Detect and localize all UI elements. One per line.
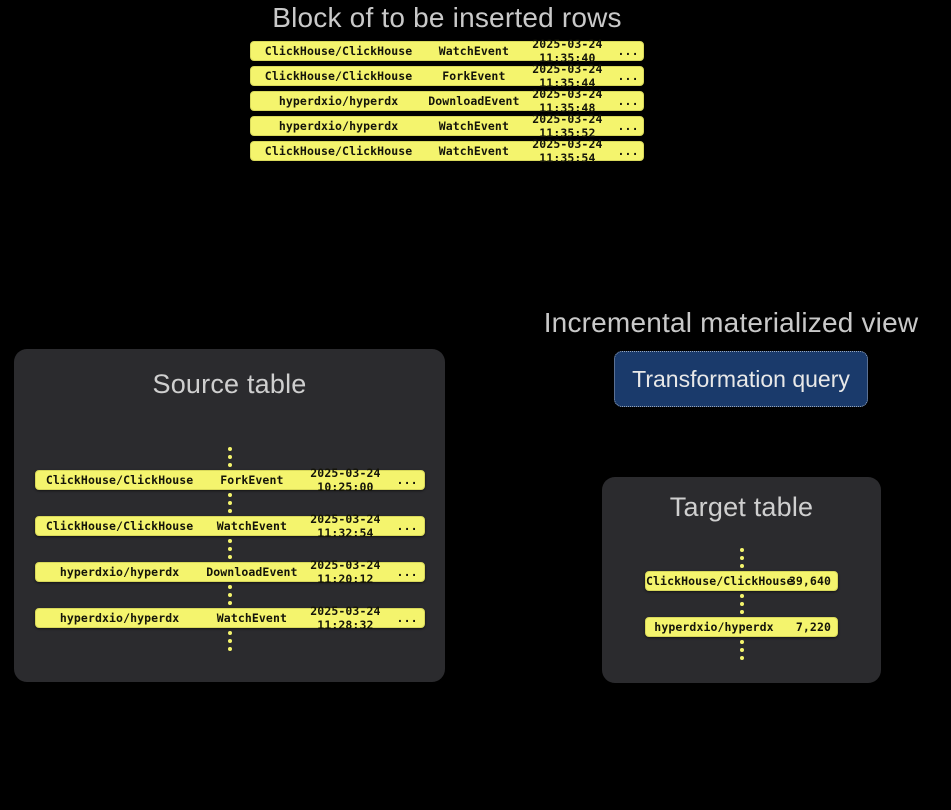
row-event: ForkEvent xyxy=(442,69,506,83)
table-row: ClickHouse/ClickHouse ForkEvent 2025-03-… xyxy=(35,466,425,494)
row-event: DownloadEvent xyxy=(206,565,298,579)
row-more: ... xyxy=(396,611,418,625)
row-count: 39,640 xyxy=(788,574,831,588)
row-repo: ClickHouse/ClickHouse xyxy=(45,519,194,533)
row-repo: ClickHouse/ClickHouse xyxy=(264,69,413,83)
row-more: ... xyxy=(396,565,418,579)
row-timestamp: 2025-03-24 11:35:40 xyxy=(532,37,603,65)
table-row: ClickHouse/ClickHouse 39,640 xyxy=(645,571,838,591)
source-rows-list: ClickHouse/ClickHouse ForkEvent 2025-03-… xyxy=(35,444,425,654)
row-more: ... xyxy=(396,473,418,487)
source-table-panel: Source table ClickHouse/ClickHouse ForkE… xyxy=(14,349,445,682)
row-timestamp: 2025-03-24 11:32:54 xyxy=(310,512,381,540)
row-event: WatchEvent xyxy=(216,519,288,533)
row-timestamp: 2025-03-24 11:35:54 xyxy=(532,137,603,165)
target-rows-list: ClickHouse/ClickHouse 39,640 hyperdxio/h… xyxy=(645,545,838,663)
row-event: WatchEvent xyxy=(438,44,509,58)
row-more: ... xyxy=(617,69,639,83)
row-timestamp: 2025-03-24 11:35:44 xyxy=(532,62,603,90)
row-repo: hyperdxio/hyperdx xyxy=(59,565,180,579)
row-timestamp: 2025-03-24 11:35:52 xyxy=(532,112,603,140)
row-timestamp: 2025-03-24 11:28:32 xyxy=(310,604,381,632)
transformation-query-box[interactable]: Transformation query xyxy=(614,351,868,407)
row-event: WatchEvent xyxy=(438,144,509,158)
vertical-ellipsis-icon xyxy=(35,582,425,608)
block-title: Block of to be inserted rows xyxy=(272,2,622,33)
row-event: DownloadEvent xyxy=(428,94,520,108)
table-row: hyperdxio/hyperdx WatchEvent 2025-03-24 … xyxy=(35,604,425,632)
table-row: hyperdxio/hyperdx WatchEvent 2025-03-24 … xyxy=(250,112,644,140)
row-timestamp: 2025-03-24 10:25:00 xyxy=(310,466,381,494)
row-more: ... xyxy=(617,119,639,133)
row-more: ... xyxy=(617,94,639,108)
row-repo: hyperdxio/hyperdx xyxy=(278,119,399,133)
source-table-title: Source table xyxy=(152,369,307,399)
target-table-title: Target table xyxy=(669,492,814,522)
row-repo: hyperdxio/hyperdx xyxy=(59,611,180,625)
row-repo: ClickHouse/ClickHouse xyxy=(264,144,413,158)
table-row: hyperdxio/hyperdx DownloadEvent 2025-03-… xyxy=(250,87,644,115)
row-more: ... xyxy=(617,144,639,158)
vertical-ellipsis-icon xyxy=(645,545,838,571)
row-event: WatchEvent xyxy=(438,119,509,133)
table-row: ClickHouse/ClickHouse WatchEvent 2025-03… xyxy=(35,512,425,540)
row-more: ... xyxy=(396,519,418,533)
table-row: ClickHouse/ClickHouse ForkEvent 2025-03-… xyxy=(250,62,644,90)
target-table-panel: Target table ClickHouse/ClickHouse 39,64… xyxy=(602,477,881,683)
vertical-ellipsis-icon xyxy=(35,490,425,516)
vertical-ellipsis-icon xyxy=(35,444,425,470)
row-more: ... xyxy=(617,44,639,58)
materialized-view-title: Incremental materialized view xyxy=(543,307,919,338)
table-row: ClickHouse/ClickHouse WatchEvent 2025-03… xyxy=(250,137,644,165)
vertical-ellipsis-icon xyxy=(35,628,425,654)
block-rows-list: ClickHouse/ClickHouse WatchEvent 2025-03… xyxy=(250,37,644,166)
row-timestamp: 2025-03-24 11:35:48 xyxy=(532,87,603,115)
table-row: hyperdxio/hyperdx 7,220 xyxy=(645,617,838,637)
row-event: ForkEvent xyxy=(220,473,284,487)
row-repo: hyperdxio/hyperdx xyxy=(654,620,774,634)
row-event: WatchEvent xyxy=(216,611,288,625)
vertical-ellipsis-icon xyxy=(645,591,838,617)
table-row: ClickHouse/ClickHouse WatchEvent 2025-03… xyxy=(250,37,644,65)
row-count: 7,220 xyxy=(795,620,831,634)
table-row: hyperdxio/hyperdx DownloadEvent 2025-03-… xyxy=(35,558,425,586)
vertical-ellipsis-icon xyxy=(645,637,838,663)
row-repo: ClickHouse/ClickHouse xyxy=(45,473,194,487)
vertical-ellipsis-icon xyxy=(35,536,425,562)
transformation-query-label: Transformation query xyxy=(632,365,850,392)
row-repo: ClickHouse/ClickHouse xyxy=(264,44,413,58)
row-repo: ClickHouse/ClickHouse xyxy=(646,574,794,588)
row-repo: hyperdxio/hyperdx xyxy=(278,94,399,108)
row-timestamp: 2025-03-24 11:20:12 xyxy=(310,558,381,586)
